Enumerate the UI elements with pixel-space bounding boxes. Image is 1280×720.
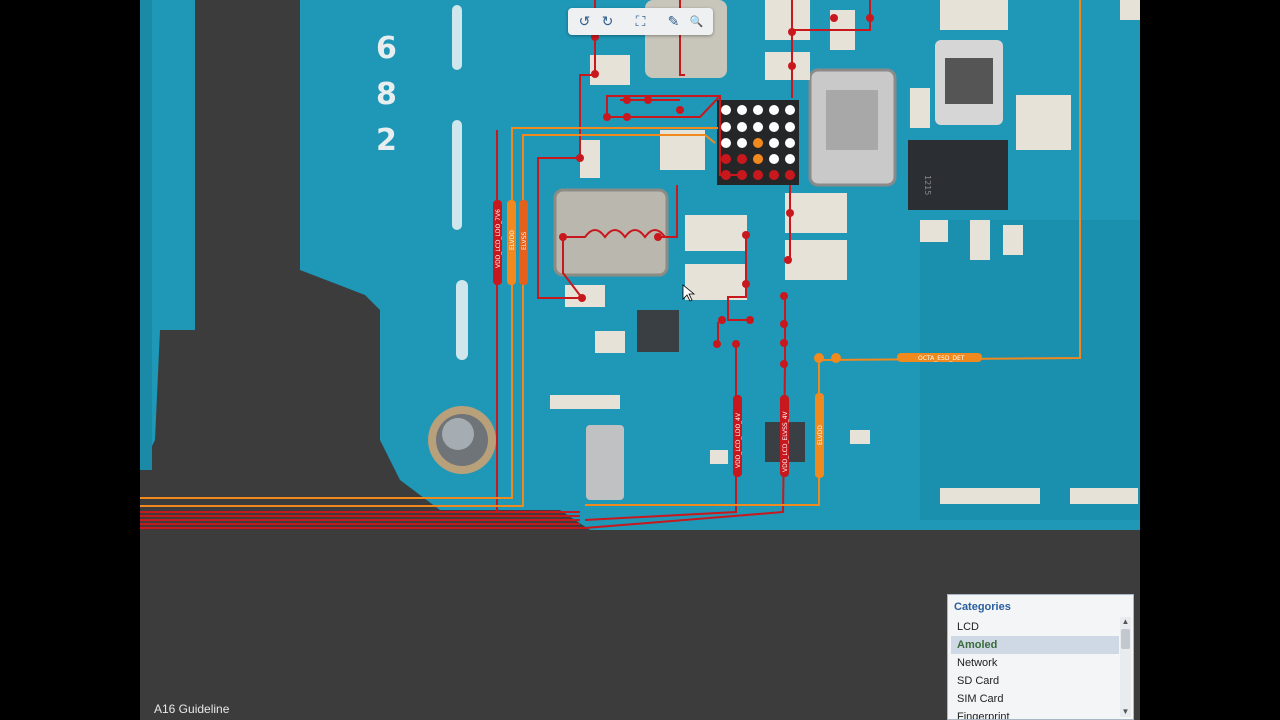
categories-list: LCD Amoled Network SD Card SIM Card Fing…: [951, 618, 1119, 720]
net-label: ELVDD: [817, 425, 824, 445]
scroll-down-icon[interactable]: ▼: [1121, 707, 1130, 716]
rotate-right-icon[interactable]: ↻: [601, 13, 614, 29]
net-label: ELVDD: [509, 230, 516, 250]
net-label: ELVSS: [521, 232, 528, 250]
category-item-network[interactable]: Network: [957, 657, 998, 669]
pen-tool-icon[interactable]: ✎: [667, 13, 680, 29]
scroll-thumb[interactable]: [1121, 629, 1130, 649]
categories-scrollbar[interactable]: ▲ ▼: [1120, 617, 1131, 717]
svg-text:1215: 1215: [923, 175, 932, 195]
scroll-up-icon[interactable]: ▲: [1121, 617, 1130, 626]
silk-number: 6: [376, 31, 397, 66]
silk-number: 2: [376, 123, 397, 158]
silk-number: 8: [376, 77, 397, 112]
categories-panel: Categories LCD Amoled Network SD Card SI…: [947, 594, 1134, 720]
category-item-lcd[interactable]: LCD: [957, 621, 980, 633]
category-item-sd-card[interactable]: SD Card: [957, 675, 1000, 687]
guideline-label: A16 Guideline: [154, 702, 230, 716]
board-viewer[interactable]: 6 8 2 1215: [140, 0, 1140, 720]
category-item-amoled[interactable]: Amoled: [951, 636, 1119, 654]
category-item-sim-card[interactable]: SIM Card: [957, 693, 1004, 705]
category-item-fingerprint[interactable]: Fingerprint: [957, 711, 1010, 720]
fit-screen-icon[interactable]: ⛶: [635, 13, 646, 29]
search-icon[interactable]: 🔍: [689, 16, 704, 28]
net-label: OCTA_ESD_DET: [918, 355, 965, 362]
net-label: VDD_LCD_ELVSS_4V: [782, 410, 789, 472]
net-label: VDD_LCD_LDO_7V6: [495, 209, 502, 268]
net-label: VDD_LCD_LDO_4V: [735, 412, 742, 468]
rotate-left-icon[interactable]: ↺: [578, 13, 591, 29]
pcb-image[interactable]: 6 8 2 1215: [140, 0, 1140, 720]
viewer-toolbar: ↺ ↻ ⛶ ✎ 🔍: [568, 8, 713, 35]
categories-title: Categories: [954, 601, 1011, 613]
